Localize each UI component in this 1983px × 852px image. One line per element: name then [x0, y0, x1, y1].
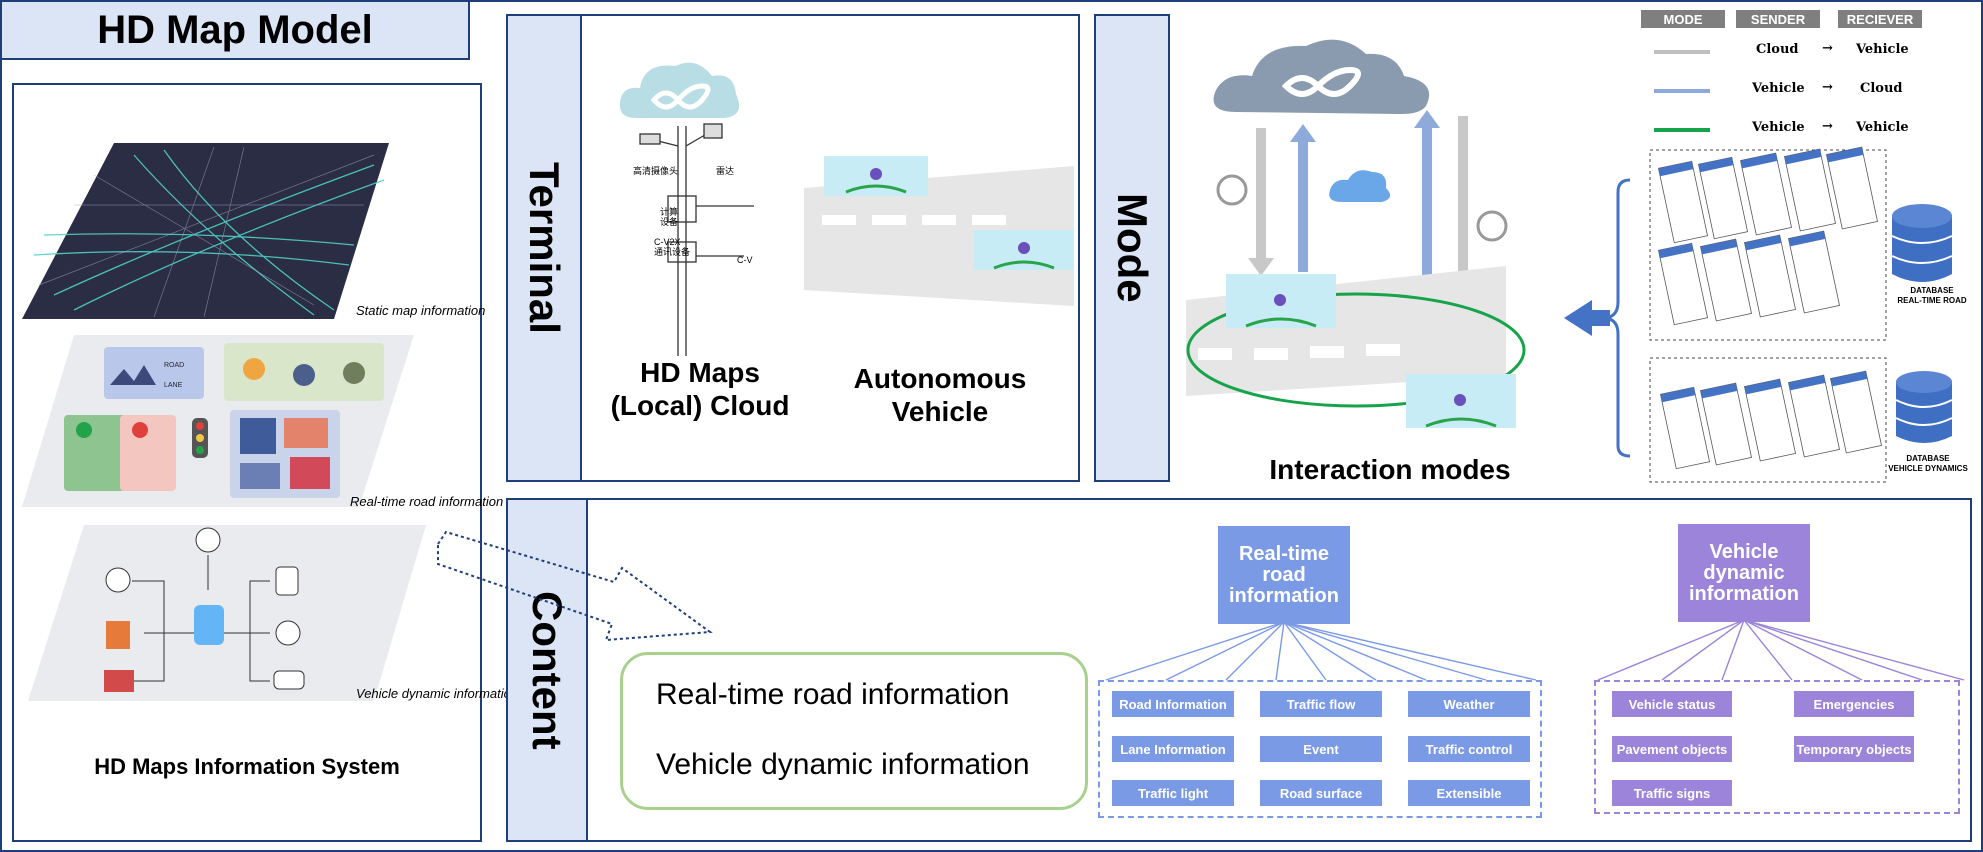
legend-sender-3: Vehicle	[1752, 120, 1805, 135]
arrow-vehicle-to-cloud-1	[1298, 142, 1308, 272]
road-item-road-information: Road Information	[1112, 691, 1234, 717]
road-item-traffic-control: Traffic control	[1408, 736, 1530, 762]
download-icon-2	[1476, 210, 1508, 242]
vehicle-icon-1	[824, 156, 928, 196]
arrow-cloud-to-vehicle-1	[1256, 128, 1266, 258]
content-summary-road: Real-time road information	[656, 678, 1010, 711]
content-label: Content	[524, 590, 571, 750]
mode-label-box: Mode	[1094, 14, 1170, 482]
svg-text:ROAD: ROAD	[164, 362, 184, 369]
dotted-pointer-arrow	[437, 530, 713, 642]
terminal-illustrations	[619, 62, 1074, 356]
database-road-icon	[1891, 204, 1953, 282]
legend-line-vehicle-cloud	[1654, 89, 1710, 93]
database-vehicle-label: DATABASE VEHICLE DYNAMICS	[1888, 454, 1968, 473]
pole-label-radar: 雷达	[716, 166, 735, 176]
vehicle-item-pavement-objects: Pavement objects	[1612, 736, 1732, 762]
legend-sender-2: Vehicle	[1752, 81, 1805, 96]
car-radar-icon	[273, 670, 305, 690]
road-segment-image	[804, 166, 1074, 306]
road-item-extensible: Extensible	[1408, 780, 1530, 806]
database-vehicle-icon	[1895, 371, 1953, 443]
content-label-box: Content	[506, 498, 588, 842]
database-road-label: DATABASE REAL-TIME ROAD	[1897, 286, 1967, 305]
seat-icon	[275, 566, 299, 596]
content-summary-vehicle: Vehicle dynamic information	[656, 748, 1030, 781]
legend-line-cloud-vehicle	[1654, 50, 1710, 54]
pole-label-cv: C-V	[737, 255, 753, 265]
road-item-traffic-light: Traffic light	[1112, 780, 1234, 806]
interaction-modes-illustration	[1186, 39, 1526, 428]
road-item-event: Event	[1260, 736, 1382, 762]
vehicle-items-frame	[1594, 680, 1960, 814]
database-schema-illustration	[1564, 146, 1953, 483]
hd-maps-cloud-label: HD Maps (Local) Cloud	[610, 357, 790, 422]
arrow-cloud-to-vehicle-2	[1458, 116, 1468, 386]
pole-label-cv2x: C-V2X 通讯设备	[654, 237, 691, 257]
vehicle-item-temporary-objects: Temporary objects	[1794, 736, 1914, 762]
legend-receiver-2: Cloud	[1860, 81, 1903, 96]
cloud-upload-icon	[1329, 170, 1391, 202]
arrow-vehicle-to-cloud-2	[1422, 128, 1432, 404]
interaction-modes-caption: Interaction modes	[1269, 454, 1511, 485]
vehicle-icon-top	[1226, 274, 1336, 328]
central-cloud-icon	[1213, 39, 1430, 114]
content-summary-box	[620, 652, 1088, 810]
hd-maps-information-system-label: HD Maps Information System	[94, 754, 400, 779]
vehicle-hub-diagram	[132, 555, 270, 682]
legend-arrow-3: →	[1822, 119, 1833, 134]
pedestrian-icon	[105, 567, 131, 593]
road-items-frame	[1098, 680, 1542, 818]
static-map-caption: Static map information	[356, 303, 486, 318]
mode-label: Mode	[1109, 193, 1156, 303]
vehicle-dynamic-category: Vehicle dynamic information	[1678, 524, 1810, 622]
realtime-road-category: Real-time road information	[1218, 526, 1350, 624]
legend-header-mode: MODE	[1641, 10, 1725, 28]
vehicle-item-emergencies: Emergencies	[1794, 691, 1914, 717]
autonomous-car-icon	[194, 605, 224, 645]
legend-arrow-1: →	[1822, 41, 1833, 56]
sensor-icon	[195, 527, 221, 553]
vehicle-item-vehicle-status: Vehicle status	[1612, 691, 1732, 717]
legend-header-sender: SENDER	[1736, 10, 1820, 28]
vehicle-dynamic-image	[28, 525, 426, 701]
legend-arrow-2: →	[1822, 80, 1833, 95]
legend-line-vehicle-vehicle	[1654, 128, 1710, 132]
realtime-road-caption: Real-time road information	[350, 494, 504, 509]
cloud-icon	[619, 62, 740, 118]
left-panel-illustrations: ROAD LANE	[22, 143, 426, 701]
vehicle-icon-bottom	[1406, 374, 1516, 428]
legend-sender-1: Cloud	[1756, 42, 1799, 57]
vehicle-icon-2	[974, 230, 1074, 270]
road-sign-icon	[106, 621, 130, 649]
vehicle-tree-connectors	[1597, 620, 1965, 681]
road-item-road-surface: Road surface	[1260, 780, 1382, 806]
steering-wheel-icon	[275, 620, 301, 646]
roadside-pole-icon	[639, 123, 754, 356]
static-map-image	[22, 143, 389, 319]
road-tree-connectors	[1105, 622, 1537, 681]
vehicle-item-traffic-signs: Traffic signs	[1612, 780, 1732, 806]
pole-label-camera: 高清摄像头	[633, 166, 679, 176]
v2v-loop-arrow	[1186, 292, 1526, 408]
pole-label-compute: 计算 设备	[660, 207, 679, 227]
autonomous-vehicle-label: Autonomous Vehicle	[853, 363, 1027, 428]
svg-text:LANE: LANE	[164, 382, 183, 389]
legend-receiver-3: Vehicle	[1856, 120, 1909, 135]
left-arrow-icon	[1564, 300, 1610, 336]
terminal-label: Terminal	[521, 162, 568, 334]
collision-icon	[104, 670, 134, 692]
road-item-lane-information: Lane Information	[1112, 736, 1234, 762]
terminal-label-box: Terminal	[506, 14, 582, 482]
legend-receiver-1: Vehicle	[1856, 42, 1909, 57]
road-item-weather: Weather	[1408, 691, 1530, 717]
download-icon	[1216, 174, 1248, 206]
road-lane-card	[104, 347, 204, 399]
legend-header-receiver: RECIEVER	[1838, 10, 1922, 28]
road-item-traffic-flow: Traffic flow	[1260, 691, 1382, 717]
vehicle-dynamic-caption: Vehicle dynamic information	[356, 686, 519, 701]
vehicle-bad-card	[120, 415, 176, 491]
road-schema-box	[1649, 149, 1887, 341]
